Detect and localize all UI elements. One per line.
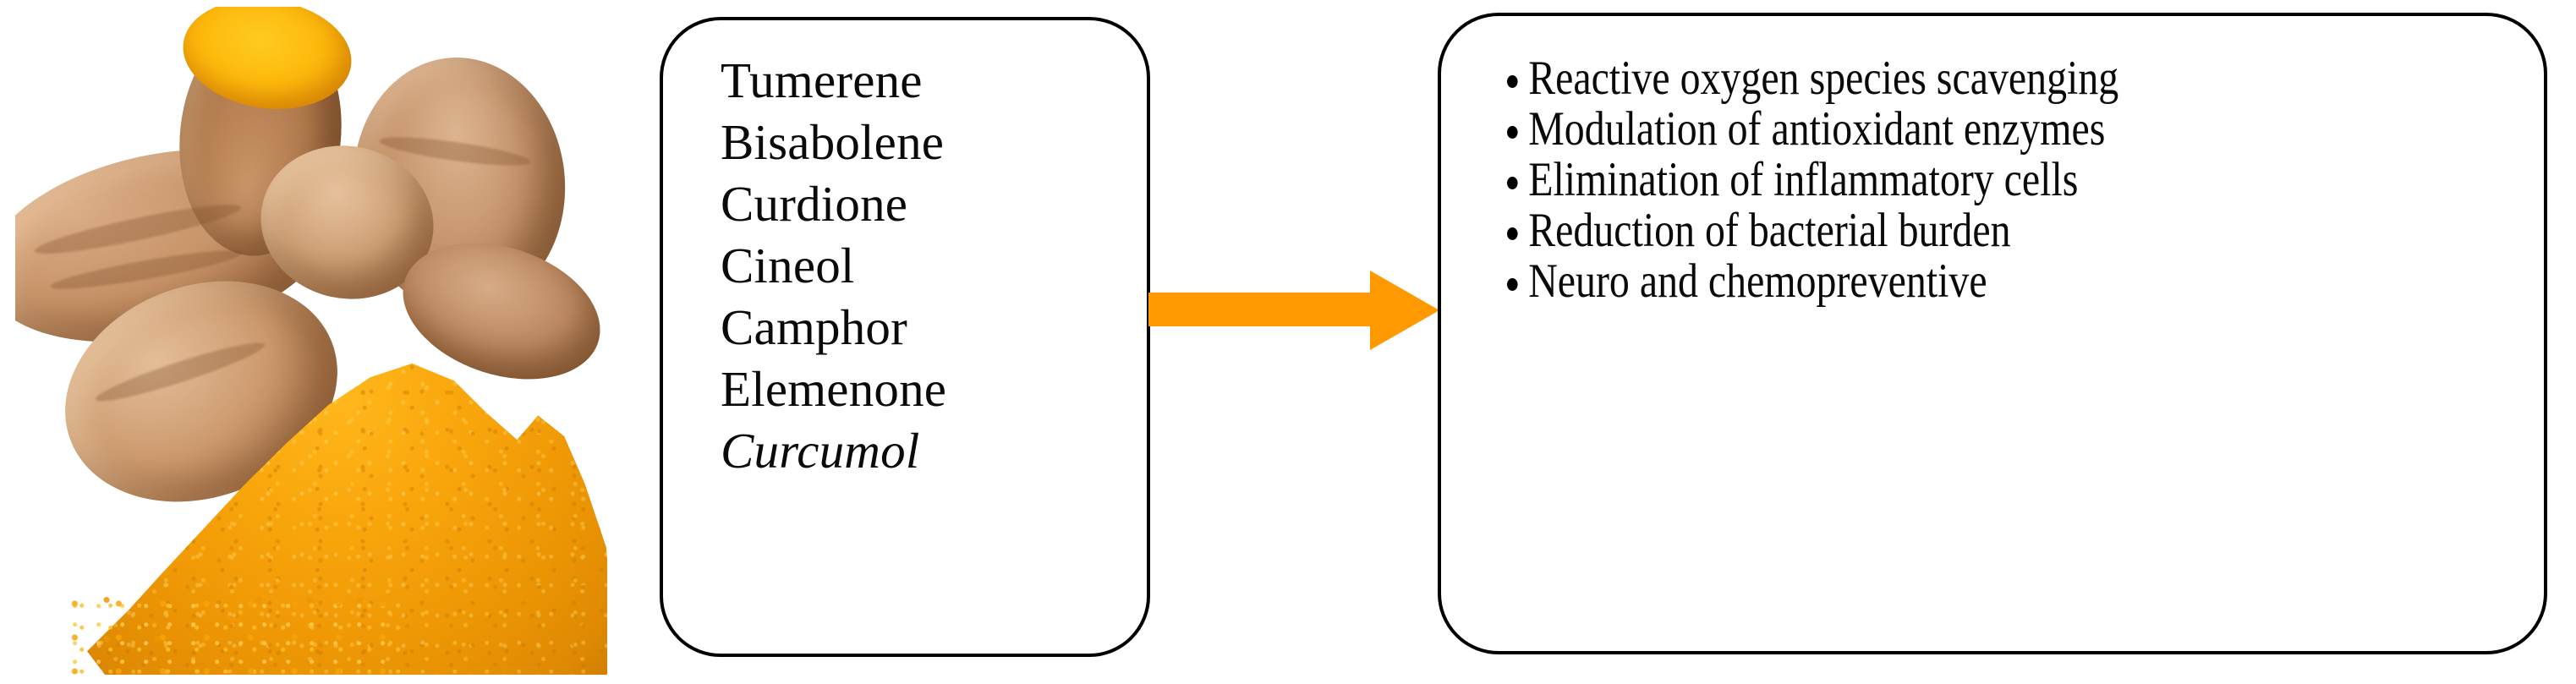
turmeric-photo-canvas [15, 7, 607, 675]
flow-arrow [1148, 271, 1439, 351]
list-item: Curdione [721, 176, 908, 232]
bullet-icon [1507, 75, 1518, 88]
list-item-label: Reactive oxygen species scavenging [1528, 52, 2119, 105]
list-item: Elimination of inflammatory cells [1507, 155, 2531, 205]
turmeric-photo [0, 0, 626, 684]
list-item-label: Modulation of antioxidant enzymes [1528, 102, 2106, 156]
list-item-label: Elimination of inflammatory cells [1528, 153, 2079, 206]
list-item-label: Neuro and chemopreventive [1528, 254, 1987, 308]
biological-effects-box: Reactive oxygen species scavenging Modul… [1438, 13, 2547, 654]
bullet-icon [1507, 227, 1518, 240]
list-item: Curcumol [721, 423, 920, 479]
list-item: Tumerene [721, 52, 923, 108]
turmeric-powder-scatter [66, 590, 404, 675]
list-item: Modulation of antioxidant enzymes [1507, 104, 2531, 155]
list-item-label: Reduction of bacterial burden [1528, 204, 2011, 257]
list-item: Cineol [721, 238, 855, 293]
arrow-head-icon [1370, 271, 1439, 350]
phytochemical-constituents-box: Tumerene Bisabolene Curdione Cineol Camp… [660, 17, 1150, 657]
arrow-shaft [1148, 293, 1373, 326]
list-item: Neuro and chemopreventive [1507, 256, 2531, 307]
effects-list: Reactive oxygen species scavenging Modul… [1507, 53, 2510, 307]
list-item: Camphor [721, 299, 907, 355]
bullet-icon [1507, 278, 1518, 291]
bullet-icon [1507, 177, 1518, 189]
list-item: Reactive oxygen species scavenging [1507, 53, 2531, 104]
list-item: Reduction of bacterial burden [1507, 205, 2531, 256]
compound-list: Tumerene Bisabolene Curdione Cineol Camp… [721, 50, 946, 482]
bullet-icon [1507, 126, 1518, 139]
list-item: Elemenone [721, 361, 947, 417]
list-item: Bisabolene [721, 114, 945, 170]
